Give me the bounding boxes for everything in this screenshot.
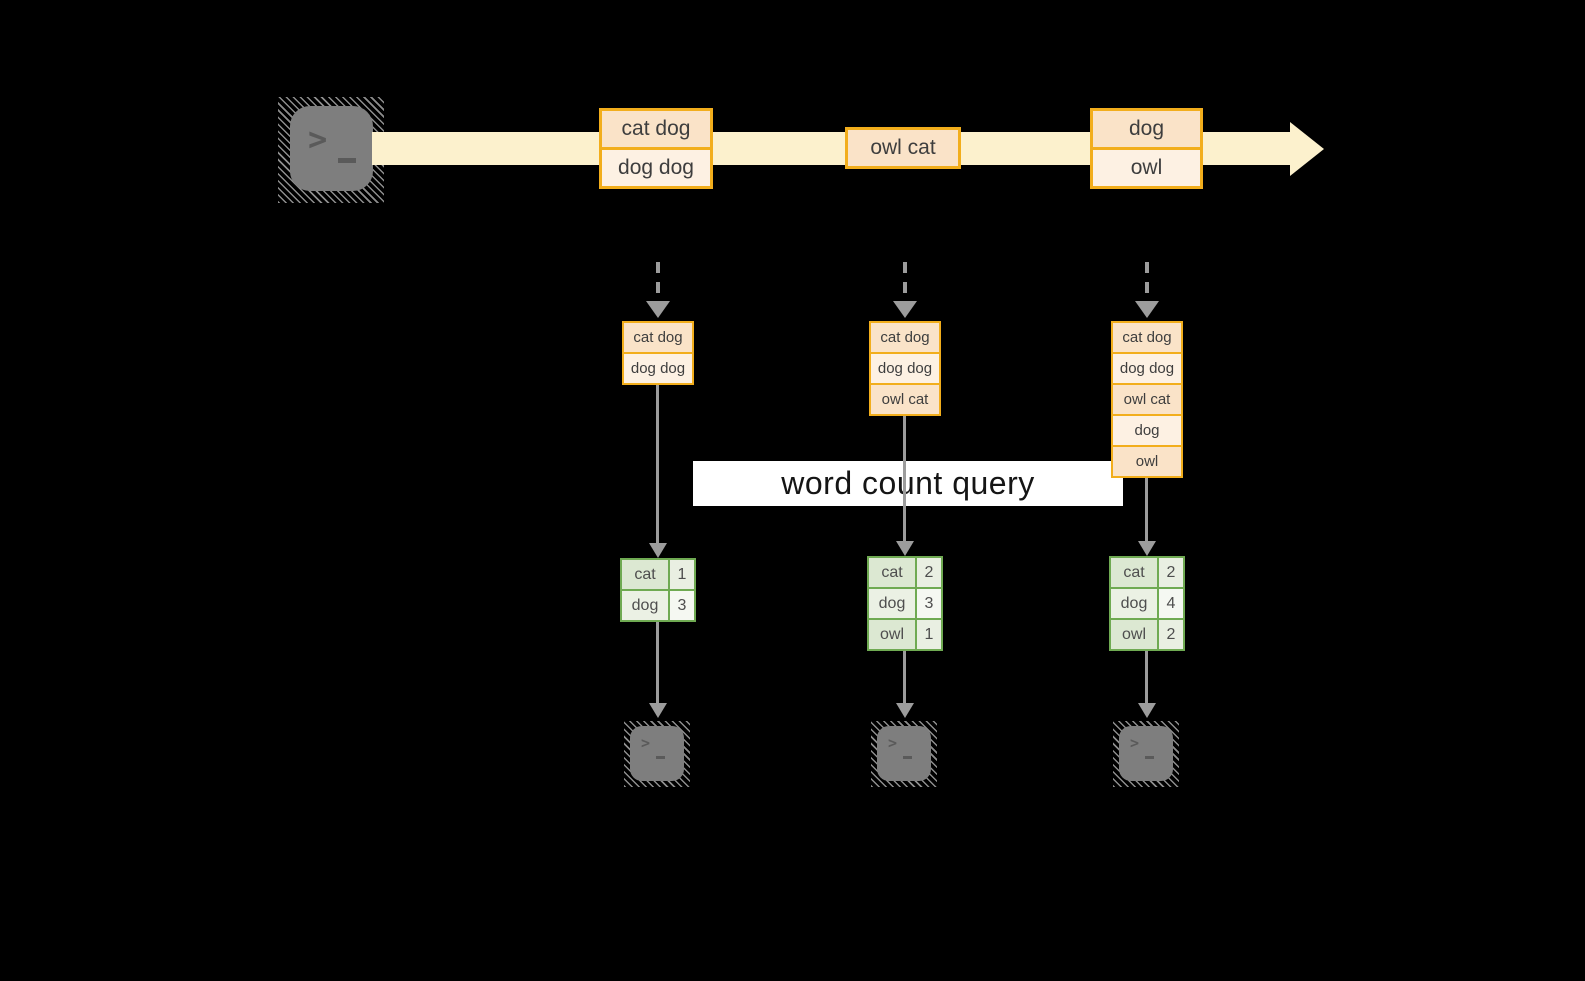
state-row: owl cat: [871, 383, 939, 414]
arrowhead-icon: [893, 301, 917, 318]
state-row: dog: [1113, 414, 1181, 445]
stream-event-2: owl cat: [845, 127, 961, 169]
state-row: owl: [1113, 445, 1181, 476]
prompt-cursor-icon: [903, 756, 912, 759]
state-stack-2: cat dog dog dog owl cat: [869, 321, 941, 416]
state-stack-3: cat dog dog dog owl cat dog owl: [1111, 321, 1183, 478]
arrowhead-icon: [1138, 703, 1156, 718]
count-word-cell: dog: [869, 589, 917, 618]
query-arrow-line-1: [656, 385, 659, 543]
stream-arrowhead-icon: [1290, 122, 1324, 176]
arrowhead-icon: [896, 703, 914, 718]
count-row: owl 2: [1111, 618, 1183, 649]
count-row: dog 3: [622, 589, 694, 620]
event-text: dog: [1093, 111, 1200, 147]
prompt-cursor-icon: [656, 756, 665, 759]
count-table-1: cat 1 dog 3: [620, 558, 696, 622]
count-value-cell: 2: [917, 558, 941, 587]
count-word-cell: cat: [869, 558, 917, 587]
event-text: cat dog: [602, 111, 710, 147]
state-row: dog dog: [624, 352, 692, 383]
event-text: owl cat: [848, 130, 958, 166]
terminal-screen: >: [290, 106, 373, 191]
prompt-cursor-icon: [1145, 756, 1154, 759]
count-value-cell: 1: [670, 560, 694, 589]
terminal-screen: >: [630, 726, 684, 781]
state-row: cat dog: [871, 323, 939, 352]
count-word-cell: cat: [1111, 558, 1159, 587]
count-word-cell: dog: [622, 591, 670, 620]
state-row: cat dog: [1113, 323, 1181, 352]
prompt-chevron-icon: >: [1130, 734, 1140, 752]
arrowhead-icon: [649, 543, 667, 558]
stream-event-1: cat dog dog dog: [599, 108, 713, 189]
terminal-screen: >: [1119, 726, 1173, 781]
prompt-chevron-icon: >: [641, 734, 651, 752]
query-label: word count query: [693, 461, 1123, 506]
consumer-terminal-icon-2: >: [871, 721, 937, 787]
arrowhead-icon: [649, 703, 667, 718]
state-stack-1: cat dog dog dog: [622, 321, 694, 385]
terminal-screen: >: [877, 726, 931, 781]
prompt-cursor-icon: [338, 158, 356, 163]
state-row: cat dog: [624, 323, 692, 352]
stream-event-3: dog owl: [1090, 108, 1203, 189]
count-row: cat 2: [869, 558, 941, 587]
count-value-cell: 3: [670, 591, 694, 620]
count-row: cat 2: [1111, 558, 1183, 587]
ingest-arrow-line-1: [656, 262, 660, 302]
count-value-cell: 4: [1159, 589, 1183, 618]
count-word-cell: owl: [869, 620, 917, 649]
count-row: owl 1: [869, 618, 941, 649]
arrowhead-icon: [1135, 301, 1159, 318]
ingest-arrow-line-2: [903, 262, 907, 302]
arrowhead-icon: [1138, 541, 1156, 556]
event-text: dog dog: [602, 147, 710, 186]
count-value-cell: 1: [917, 620, 941, 649]
state-row: dog dog: [1113, 352, 1181, 383]
count-value-cell: 3: [917, 589, 941, 618]
output-arrow-line-2: [903, 651, 906, 704]
count-table-2: cat 2 dog 3 owl 1: [867, 556, 943, 651]
arrowhead-icon: [646, 301, 670, 318]
prompt-chevron-icon: >: [888, 734, 898, 752]
count-row: cat 1: [622, 560, 694, 589]
prompt-chevron-icon: >: [308, 120, 328, 158]
count-row: dog 3: [869, 587, 941, 618]
count-value-cell: 2: [1159, 558, 1183, 587]
state-row: dog dog: [871, 352, 939, 383]
count-row: dog 4: [1111, 587, 1183, 618]
count-value-cell: 2: [1159, 620, 1183, 649]
output-arrow-line-3: [1145, 651, 1148, 704]
consumer-terminal-icon-3: >: [1113, 721, 1179, 787]
arrowhead-icon: [896, 541, 914, 556]
ingest-arrow-line-3: [1145, 262, 1149, 302]
event-text: owl: [1093, 147, 1200, 186]
count-word-cell: dog: [1111, 589, 1159, 618]
output-arrow-line-1: [656, 622, 659, 704]
query-arrow-line-2: [903, 416, 906, 543]
count-word-cell: cat: [622, 560, 670, 589]
state-row: owl cat: [1113, 383, 1181, 414]
count-word-cell: owl: [1111, 620, 1159, 649]
count-table-3: cat 2 dog 4 owl 2: [1109, 556, 1185, 651]
producer-terminal-icon: >: [278, 97, 384, 203]
query-arrow-line-3: [1145, 478, 1148, 543]
consumer-terminal-icon-1: >: [624, 721, 690, 787]
